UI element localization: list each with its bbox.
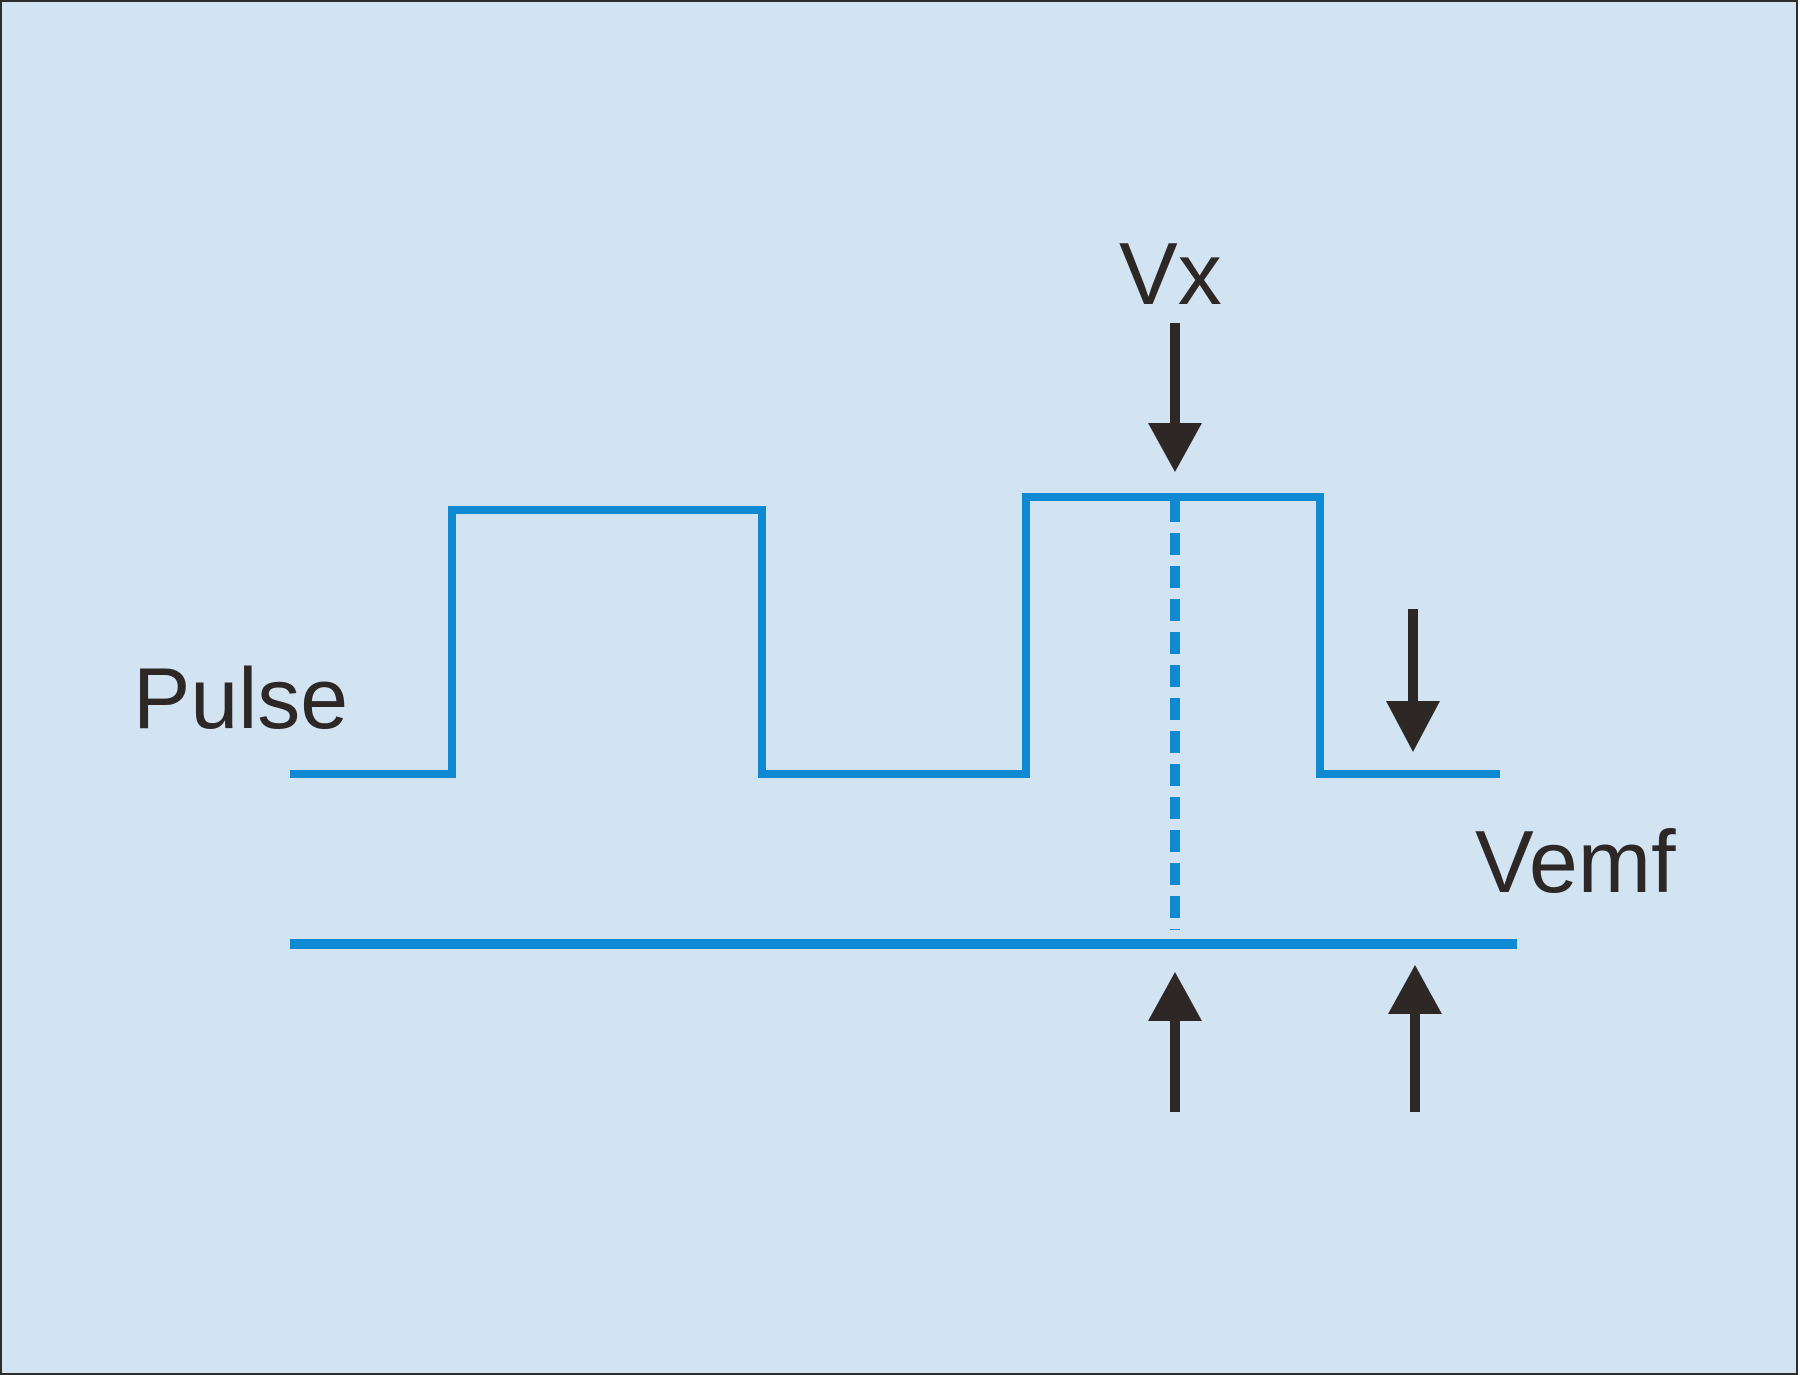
vx-bottom-arrow [1148, 972, 1202, 1112]
vx-arrow [1148, 323, 1202, 472]
vemf-bottom-arrow-head-icon [1388, 965, 1442, 1014]
vemf-bottom-arrow [1388, 965, 1442, 1112]
pulse-amplitude-top-arrow [1386, 609, 1440, 752]
pulse-waveform [290, 493, 1500, 778]
vx-label: Vx [1119, 224, 1222, 323]
vx-arrow-head-icon [1148, 423, 1202, 472]
pulse-label: Pulse [133, 651, 348, 747]
vx-bottom-arrow-head-icon [1148, 972, 1202, 1021]
vemf-label: Vemf [1475, 812, 1676, 911]
pulse-amplitude-top-arrow-head-icon [1386, 701, 1440, 752]
